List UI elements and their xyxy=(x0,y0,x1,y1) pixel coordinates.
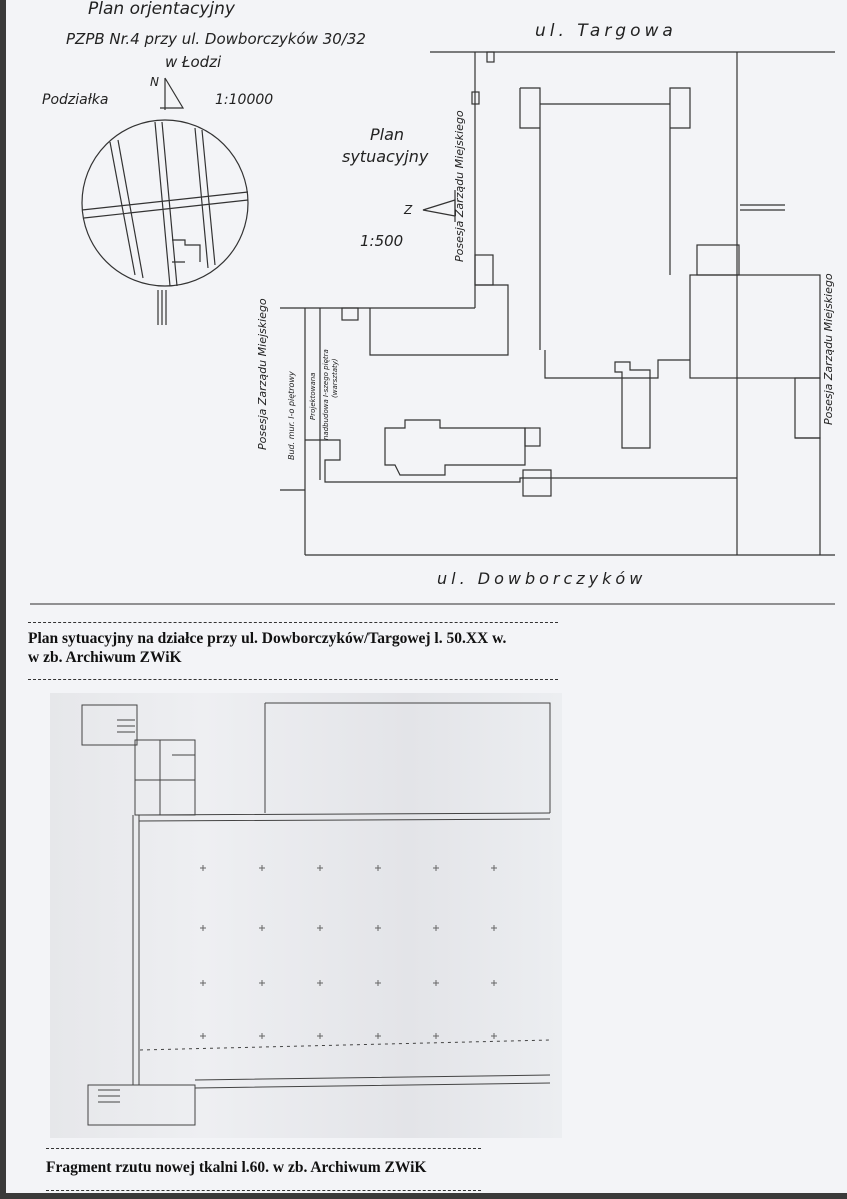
scale-label: Podziałka xyxy=(42,92,108,108)
plan-north-label: Z xyxy=(403,203,413,217)
planned-building-label-1: Projektowana xyxy=(309,373,317,420)
plan-title-1: Plan xyxy=(370,125,404,144)
orientation-plan-title: Plan orjentacyjny xyxy=(88,0,236,19)
caption-divider xyxy=(28,622,558,623)
planned-building-label-2: nadbudowa I-szego piętra xyxy=(322,349,330,440)
site-plan-caption-line1: Plan sytuacyjny na działce przy ul. Dowb… xyxy=(28,630,507,647)
column-grid xyxy=(200,865,497,1039)
city-title: w Łodzi xyxy=(165,53,222,71)
street-targowa: ul. Targowa xyxy=(535,21,677,41)
site-plan-caption-line2: w zb. Archiwum ZWiK xyxy=(28,649,182,666)
north-label: N xyxy=(150,75,159,89)
site-plan-lines xyxy=(280,51,835,556)
neighbor-label-left: Posesja Zarządu Miejskiego xyxy=(256,298,269,450)
scan-edge-left xyxy=(0,0,6,1199)
plan-scale: 1:500 xyxy=(360,232,403,250)
plan-title-2: sytuacyjny xyxy=(342,147,429,166)
planned-building-label-3: (warsztaty) xyxy=(331,358,339,398)
caption-divider xyxy=(28,679,558,680)
floor-plan-caption: Fragment rzutu nowej tkalni l.60. w zb. … xyxy=(46,1159,427,1176)
north-arrow-icon xyxy=(160,77,185,110)
neighbor-label-right: Posesja Zarządu Miejskiego xyxy=(822,273,835,425)
plant-title: PZPB Nr.4 przy ul. Dowborczyków 30/32 xyxy=(66,30,366,48)
orientation-map xyxy=(81,119,249,325)
street-dowborczykow: ul. Dowborczyków xyxy=(437,569,646,588)
site-plan-drawing: Plan orjentacyjny PZPB Nr.4 przy ul. Dow… xyxy=(30,0,835,605)
neighbor-label-center: Posesja Zarządu Miejskiego xyxy=(453,110,466,262)
caption-divider xyxy=(46,1190,481,1191)
caption-divider xyxy=(46,1148,481,1149)
site-plan-caption: Plan sytuacyjny na działce przy ul. Dowb… xyxy=(28,629,506,667)
existing-building-label: Bud. mur. I-o piętrowy xyxy=(287,371,296,460)
scan-edge-bottom xyxy=(0,1193,847,1199)
orientation-scale: 1:10000 xyxy=(215,92,273,108)
